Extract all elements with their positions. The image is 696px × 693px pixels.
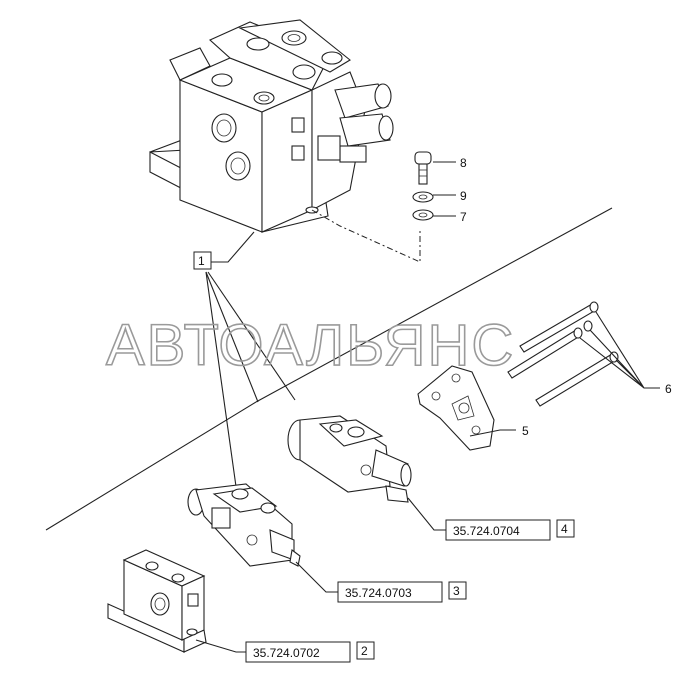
leader-0702: [195, 639, 246, 653]
leader-5: [469, 429, 516, 437]
callout-9: 9: [460, 189, 467, 203]
callout-3: 3: [453, 584, 460, 598]
leader-1-to-0703: [205, 271, 259, 403]
reference-box-0703: [337, 581, 443, 603]
callout-8: 8: [460, 156, 467, 170]
leader-0704: [407, 497, 446, 531]
reference-box-0702: [245, 641, 351, 663]
watermark: АВТОАЛЬЯНС: [106, 313, 515, 378]
leader-0703: [295, 561, 338, 593]
washer-7: [412, 209, 434, 221]
callout-box-2: [356, 641, 375, 660]
callout-box-3: [448, 581, 467, 600]
callout-4: 4: [561, 522, 568, 536]
callout-6: 6: [665, 382, 672, 396]
reference-0704: 35.724.0704: [453, 524, 520, 538]
callout-1: 1: [198, 254, 205, 268]
main-valve-assembly: [149, 19, 394, 233]
bolt-8: [414, 151, 432, 185]
reference-0702: 35.724.0702: [253, 646, 320, 660]
alignment-line: [311, 209, 421, 263]
callout-7: 7: [460, 210, 467, 224]
section-valve-0704: [287, 415, 412, 503]
reference-box-0704: [445, 519, 551, 541]
reference-0703: 35.724.0703: [345, 586, 412, 600]
callout-2: 2: [361, 644, 368, 658]
section-valve-0703: [187, 483, 301, 567]
rods-6: [507, 301, 619, 407]
plate-5: [417, 365, 495, 451]
separator-line-upper: [255, 207, 613, 403]
separator-line-lower: [45, 401, 257, 531]
leader-1-to-0704: [207, 271, 296, 401]
callout-box-1: [193, 251, 212, 270]
leader-1: [211, 231, 255, 263]
washer-9: [412, 191, 434, 203]
end-cover-0702: [107, 549, 207, 653]
callout-5: 5: [522, 424, 529, 438]
leader-6: [579, 311, 660, 389]
callout-box-4: [556, 519, 575, 538]
